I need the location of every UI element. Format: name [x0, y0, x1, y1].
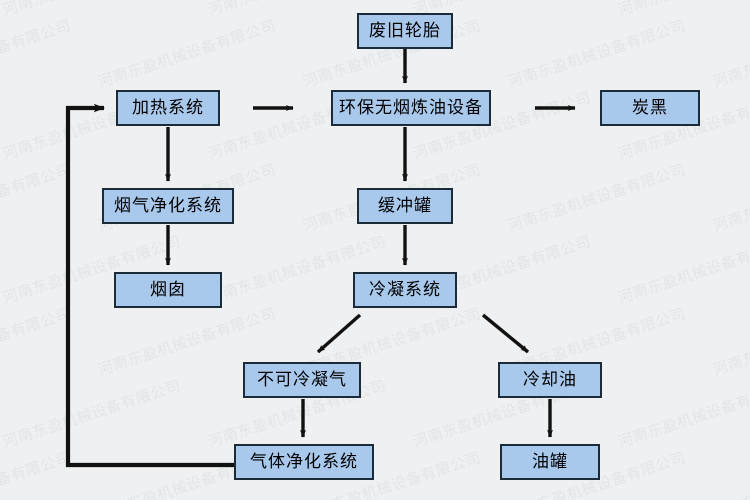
node-cooling-oil[interactable]: 冷却油 — [498, 362, 602, 398]
node-gas-cleaning-system[interactable]: 气体净化系统 — [234, 444, 374, 480]
node-label-condensing-system: 冷凝系统 — [369, 279, 441, 300]
node-heating-system[interactable]: 加热系统 — [116, 90, 220, 126]
watermark-text: 河南东盈机械设备有限公司 — [95, 16, 279, 92]
watermark-text: 河南东盈机械设备有限公司 — [710, 160, 750, 236]
node-label-cooling-oil: 冷却油 — [523, 369, 577, 390]
watermark-text: 河南东盈机械设备有限公司 — [0, 16, 74, 92]
watermark-text: 河南东盈机械设备有限公司 — [710, 16, 750, 92]
watermark-text: 河南东盈机械设备有限公司 — [0, 304, 74, 380]
watermark-text: 河南东盈机械设备有限公司 — [0, 448, 74, 500]
node-label-pyrolysis-plant: 环保无烟炼油设备 — [339, 97, 483, 118]
node-oil-tank[interactable]: 油罐 — [500, 444, 600, 480]
node-label-flue-gas-cleaning: 烟气净化系统 — [114, 195, 222, 216]
watermark-text: 河南东盈机械设备有限公司 — [0, 160, 74, 236]
node-label-buffer-tank: 缓冲罐 — [378, 195, 432, 216]
watermark-text: 河南东盈机械设备有限公司 — [505, 160, 689, 236]
node-buffer-tank[interactable]: 缓冲罐 — [357, 188, 453, 224]
node-label-non-condensable-gas: 不可冷凝气 — [257, 369, 347, 390]
watermark-text: 河南东盈机械设备有限公司 — [710, 448, 750, 500]
edge-condensing-system-to-cooling-oil — [481, 313, 530, 354]
watermark-text: 河南东盈机械设备有限公司 — [615, 0, 750, 20]
watermark-text: 河南东盈机械设备有限公司 — [0, 0, 183, 20]
watermark-text: 河南东盈机械设备有限公司 — [505, 16, 689, 92]
watermark-text: 河南东盈机械设备有限公司 — [615, 376, 750, 452]
node-carbon-black[interactable]: 炭黑 — [600, 90, 700, 126]
watermark-text: 河南东盈机械设备有限公司 — [710, 304, 750, 380]
node-pyrolysis-plant[interactable]: 环保无烟炼油设备 — [331, 90, 491, 126]
node-flue-gas-cleaning[interactable]: 烟气净化系统 — [102, 188, 234, 224]
node-label-heating-system: 加热系统 — [132, 97, 204, 118]
node-label-oil-tank: 油罐 — [532, 451, 568, 472]
node-label-chimney: 烟囱 — [150, 279, 186, 300]
watermark-text: 河南东盈机械设备有限公司 — [615, 232, 750, 308]
node-label-carbon-black: 炭黑 — [632, 97, 668, 118]
node-label-gas-cleaning-system: 气体净化系统 — [250, 451, 358, 472]
watermark-text: 河南东盈机械设备有限公司 — [0, 376, 184, 452]
node-label-scrap-tire: 废旧轮胎 — [369, 20, 441, 41]
node-scrap-tire[interactable]: 废旧轮胎 — [357, 13, 453, 49]
node-non-condensable-gas[interactable]: 不可冷凝气 — [243, 362, 361, 398]
node-chimney[interactable]: 烟囱 — [114, 272, 222, 308]
edge-condensing-system-to-non-condensable-gas — [316, 313, 362, 354]
node-condensing-system[interactable]: 冷凝系统 — [353, 272, 457, 308]
